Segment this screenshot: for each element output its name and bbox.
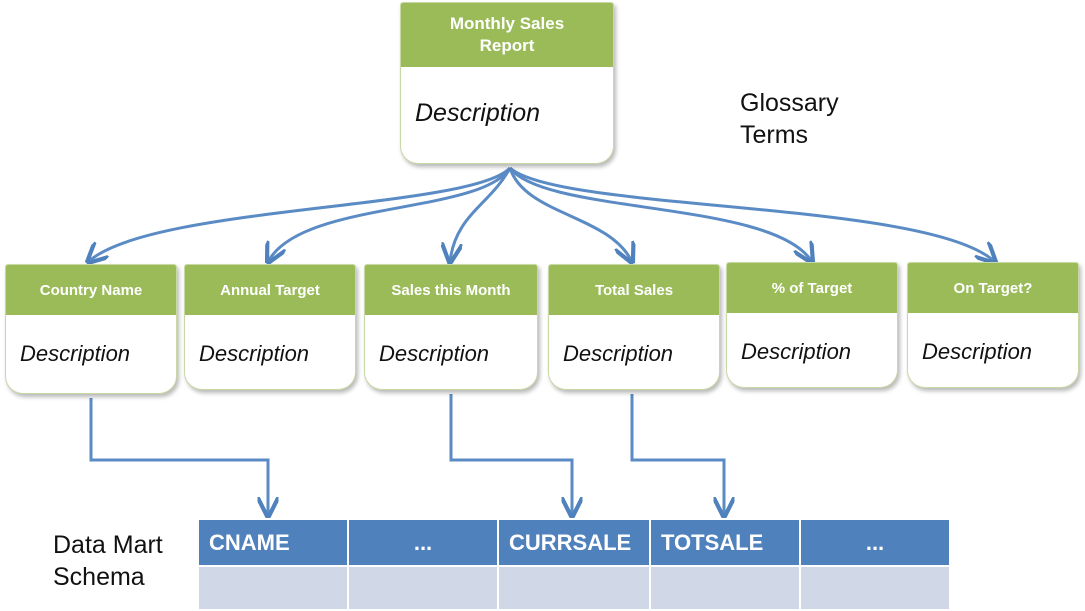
schema-header-ellipsis: ... (349, 520, 497, 565)
report-title: Monthly Sales Report (401, 3, 613, 69)
glossary-terms-label: Glossary Terms (740, 89, 839, 149)
data-mart-schema-label: Data Mart Schema (53, 531, 163, 591)
term-description: Description (199, 341, 310, 366)
schema-cell (349, 567, 497, 609)
arrow-to-percent-of-target (508, 167, 812, 262)
arrow-to-total-sales (508, 167, 632, 262)
arrow-country-name-to-cname (89, 398, 268, 516)
schema-cell (499, 567, 649, 609)
term-description: Description (379, 341, 490, 366)
term-description: Description (563, 341, 674, 366)
term-description: Description (922, 339, 1033, 364)
arrow-to-country-name (88, 166, 512, 262)
term-card-country-name: Country Name Description (5, 264, 177, 394)
term-card-sales-this-month: Sales this Month Description (364, 264, 538, 390)
term-card-on-target: On Target? Description (907, 262, 1079, 388)
term-title: Total Sales (549, 265, 719, 317)
arrow-total-sales-to-totsale (630, 394, 724, 516)
arrow-to-sales-this-month (450, 167, 512, 262)
schema-header-cname: CNAME (199, 520, 347, 565)
term-title: Sales this Month (365, 265, 537, 317)
arrow-to-on-target (509, 166, 995, 262)
term-title: % of Target (727, 263, 897, 315)
report-description: Description (415, 99, 541, 127)
schema-cell (801, 567, 949, 609)
term-description: Description (20, 341, 131, 366)
term-card-total-sales: Total Sales Description (548, 264, 720, 390)
schema-cell (199, 567, 347, 609)
arrow-to-annual-target (268, 167, 512, 262)
term-title: On Target? (908, 263, 1078, 315)
arrow-sales-this-month-to-currsale (449, 394, 572, 516)
term-title: Country Name (6, 265, 176, 317)
term-title: Annual Target (185, 265, 355, 317)
term-card-annual-target: Annual Target Description (184, 264, 356, 390)
term-card-percent-of-target: % of Target Description (726, 262, 898, 388)
schema-cell (651, 567, 799, 609)
schema-header-currsale: CURRSALE (499, 520, 649, 565)
schema-header-totsale: TOTSALE (651, 520, 799, 565)
report-card: Monthly Sales Report Description (400, 2, 614, 164)
term-description: Description (741, 339, 852, 364)
schema-header-ellipsis: ... (801, 520, 949, 565)
